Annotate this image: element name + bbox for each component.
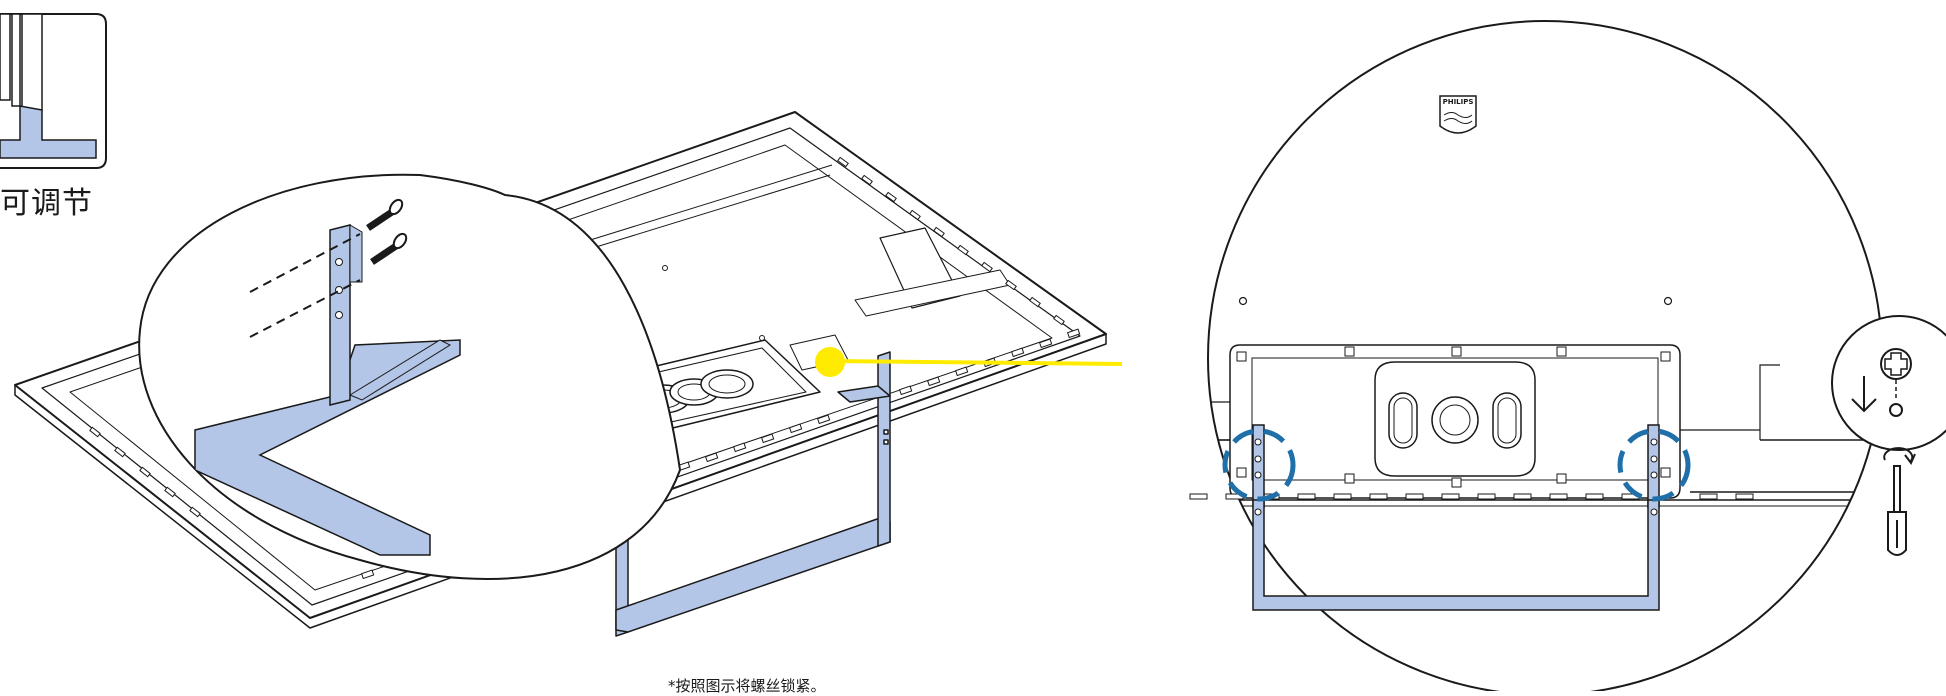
adjustable-inset [0,13,107,169]
detail-circle: PHILIPS [1189,20,1883,696]
tool-icons [1831,315,1946,556]
detail-edge-slots [1189,493,1754,500]
back-panel [1229,344,1681,499]
zoom-bubble [138,173,682,580]
screw-highlight-left [1222,428,1296,502]
screw-upper [366,198,404,231]
logo-wordmark: PHILIPS [1443,98,1474,106]
detail-connector [815,347,1123,377]
brand-logo: PHILIPS [1439,95,1477,134]
edge-slots [89,156,1081,580]
screw-direction-icon [1831,315,1946,451]
screw-highlight-right [1617,428,1691,502]
footnote: *按照图示将螺丝锁紧。 [668,677,826,695]
rotate-clockwise-icon [1904,453,1916,465]
screw-lower [370,232,408,265]
arrow-down-icon [1851,376,1877,413]
detail-stand [1252,424,1660,611]
screwdriver-icon [1883,447,1916,556]
screw-head-icon [1880,348,1912,417]
inset-caption: 可调节 [0,186,93,221]
